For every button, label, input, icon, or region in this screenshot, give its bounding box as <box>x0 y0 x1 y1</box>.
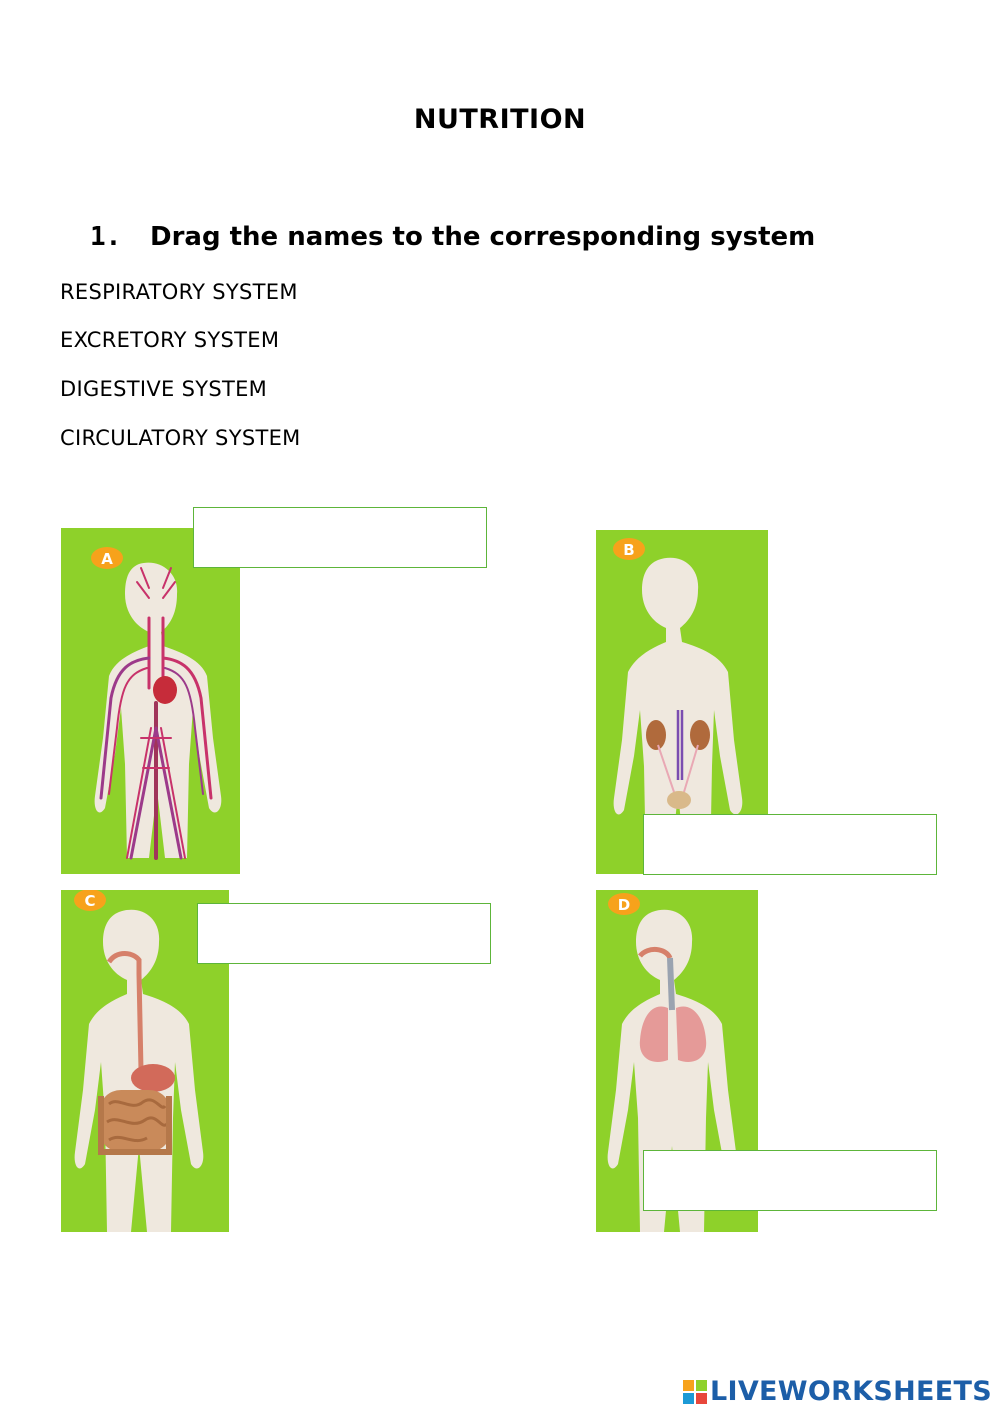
panel-letter-c: C <box>84 892 95 910</box>
page-title: NUTRITION <box>413 104 587 135</box>
drop-box-a[interactable] <box>193 507 487 568</box>
word-excretory-system[interactable]: EXCRETORY SYSTEM <box>60 328 280 352</box>
word-respiratory-system[interactable]: RESPIRATORY SYSTEM <box>60 280 298 304</box>
lungs-organ <box>638 947 707 1062</box>
liveworksheets-logo-icon <box>682 1379 707 1404</box>
question-heading: 1. Drag the names to the corresponding sy… <box>90 222 815 252</box>
drop-box-d[interactable] <box>643 1150 937 1211</box>
panel-badge-c: C <box>74 890 106 911</box>
kidneys-organ <box>646 710 710 793</box>
brand-name: LIVEWORKSHEETS <box>709 1376 992 1407</box>
heart-organ <box>153 676 177 704</box>
panel-digestive-illustration: C <box>61 890 229 1232</box>
word-circulatory-system[interactable]: CIRCULATORY SYSTEM <box>60 426 301 450</box>
word-digestive-system[interactable]: DIGESTIVE SYSTEM <box>60 377 268 401</box>
digestive-tract <box>98 951 175 1155</box>
panel-letter-b: B <box>623 541 634 559</box>
question-number: 1. <box>90 222 122 252</box>
circulatory-illustration: A <box>91 547 222 860</box>
panel-letter-a: A <box>101 550 113 568</box>
panel-badge-a: A <box>91 547 123 569</box>
question-text: Drag the names to the corresponding syst… <box>150 222 816 252</box>
excretory-illustration: B <box>613 538 743 874</box>
panel-letter-d: D <box>618 896 630 914</box>
bladder-organ <box>667 791 691 809</box>
drop-box-b[interactable] <box>643 814 937 875</box>
digestive-illustration: C <box>74 890 204 1232</box>
panel-badge-d: D <box>608 893 640 915</box>
drop-box-c[interactable] <box>197 903 491 964</box>
panel-badge-b: B <box>613 538 645 560</box>
brand-watermark: LIVEWORKSHEETS <box>682 1376 992 1407</box>
panel-circulatory-illustration: A <box>61 528 240 874</box>
